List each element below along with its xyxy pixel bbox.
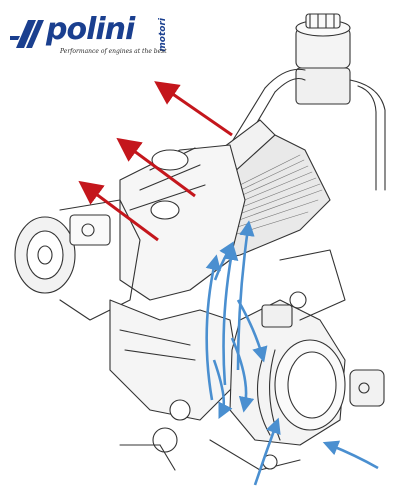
- cool-air-arrow-icon: [322, 440, 379, 470]
- brand-logo: polini motori Performance of engines at …: [10, 12, 200, 64]
- cool-air-arrow-icon: [212, 359, 233, 419]
- cool-air-arrow-icon: [230, 337, 255, 413]
- logo-stripes-icon: [10, 20, 44, 48]
- hot-air-arrow-icon: [78, 180, 159, 242]
- hot-air-arrow-icon: [154, 81, 233, 137]
- hot-air-arrow-icon: [116, 137, 196, 198]
- logo-tagline: Performance of engines at the best: [60, 48, 167, 55]
- hot-air-arrows: [78, 81, 233, 242]
- cool-air-arrow-icon: [222, 244, 239, 386]
- cool-air-arrow-icon: [253, 417, 281, 486]
- logo-wordmark: polini: [46, 12, 135, 47]
- cool-air-arrow-icon: [236, 299, 268, 363]
- cool-air-arrow-icon: [213, 241, 234, 281]
- cool-air-arrows: [205, 220, 379, 486]
- engine-line-art: [14, 13, 386, 471]
- cool-air-arrow-icon: [205, 254, 221, 401]
